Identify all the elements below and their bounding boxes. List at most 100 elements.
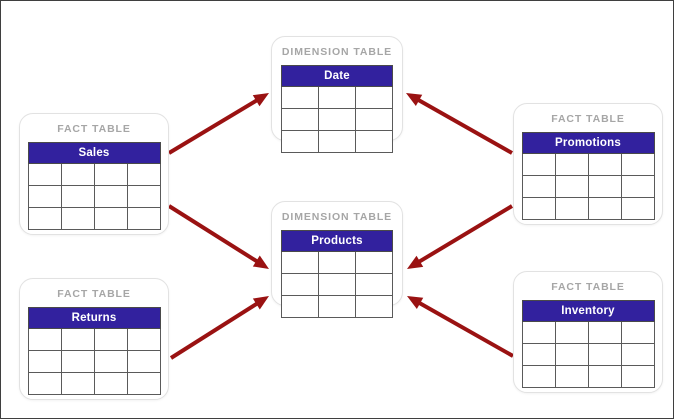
table-card-date[interactable]: DIMENSION TABLE Date — [271, 36, 403, 153]
table-cell — [126, 328, 161, 351]
table-cell — [93, 185, 128, 208]
table-cell — [60, 207, 95, 230]
table-cell — [620, 197, 655, 220]
table-row — [27, 350, 161, 373]
table-cell — [521, 365, 556, 388]
table-cell — [27, 163, 62, 186]
relationship-arrow-promotions-to-date — [406, 93, 513, 155]
table-grid-returns: Returns — [27, 307, 161, 395]
table-card-inventory[interactable]: FACT TABLE Inventory — [513, 271, 663, 393]
table-row — [281, 273, 393, 296]
table-cell — [318, 295, 356, 318]
table-grid-sales: Sales — [27, 142, 161, 230]
table-row — [27, 163, 161, 186]
table-name-header: Products — [281, 230, 393, 252]
table-row — [27, 372, 161, 395]
table-cell — [126, 207, 161, 230]
table-name-header: Date — [281, 65, 393, 87]
table-cell — [554, 153, 589, 176]
table-card-promotions[interactable]: FACT TABLE Promotions — [513, 103, 663, 225]
table-cell — [587, 197, 622, 220]
table-name-header: Returns — [27, 307, 161, 329]
table-cell — [93, 328, 128, 351]
table-name-header: Promotions — [521, 132, 655, 154]
table-kind-label: DIMENSION TABLE — [281, 211, 393, 223]
table-cell — [355, 130, 393, 153]
table-cell — [126, 185, 161, 208]
relationship-arrow-inventory-to-products — [407, 296, 514, 358]
table-cell — [281, 86, 319, 109]
table-cell — [93, 350, 128, 373]
table-cell — [620, 175, 655, 198]
table-cell — [554, 175, 589, 198]
table-row — [27, 207, 161, 230]
table-cell — [355, 86, 393, 109]
table-cell — [554, 321, 589, 344]
table-cell — [587, 175, 622, 198]
table-row — [281, 108, 393, 131]
table-row — [281, 130, 393, 153]
table-kind-label: FACT TABLE — [57, 288, 131, 300]
table-cell — [27, 207, 62, 230]
table-cell — [355, 108, 393, 131]
relationship-arrow-returns-to-products — [169, 296, 269, 360]
table-cell — [521, 175, 556, 198]
table-kind-label: DIMENSION TABLE — [281, 46, 393, 58]
table-cell — [93, 163, 128, 186]
table-row — [281, 251, 393, 274]
table-cell — [554, 197, 589, 220]
table-cell — [620, 343, 655, 366]
table-cell — [27, 185, 62, 208]
table-cell — [355, 273, 393, 296]
table-cell — [620, 321, 655, 344]
table-grid-products: Products — [281, 230, 393, 318]
table-cell — [60, 372, 95, 395]
table-row — [521, 175, 655, 198]
table-cell — [27, 350, 62, 373]
table-cell — [318, 86, 356, 109]
table-cell — [620, 365, 655, 388]
table-kind-label: FACT TABLE — [551, 281, 625, 293]
table-grid-inventory: Inventory — [521, 300, 655, 388]
table-grid-date: Date — [281, 65, 393, 153]
table-cell — [318, 251, 356, 274]
table-cell — [281, 130, 319, 153]
table-cell — [318, 273, 356, 296]
table-cell — [281, 108, 319, 131]
table-cell — [318, 130, 356, 153]
table-row — [281, 86, 393, 109]
relationship-arrow-promotions-to-products — [407, 204, 514, 269]
table-cell — [521, 197, 556, 220]
table-name-header: Sales — [27, 142, 161, 164]
table-cell — [126, 372, 161, 395]
relationship-arrow-sales-to-date — [167, 93, 269, 155]
table-row — [521, 153, 655, 176]
table-cell — [554, 343, 589, 366]
table-cell — [93, 372, 128, 395]
table-cell — [318, 108, 356, 131]
table-row — [27, 328, 161, 351]
table-name-header: Inventory — [521, 300, 655, 322]
table-cell — [521, 321, 556, 344]
table-row — [521, 365, 655, 388]
table-cell — [27, 372, 62, 395]
table-cell — [60, 350, 95, 373]
table-cell — [554, 365, 589, 388]
table-cell — [587, 153, 622, 176]
table-cell — [355, 251, 393, 274]
table-card-returns[interactable]: FACT TABLE Returns — [19, 278, 169, 400]
table-cell — [60, 163, 95, 186]
table-cell — [281, 251, 319, 274]
table-cell — [281, 295, 319, 318]
table-kind-label: FACT TABLE — [551, 113, 625, 125]
table-cell — [587, 365, 622, 388]
table-row — [521, 343, 655, 366]
table-cell — [93, 207, 128, 230]
table-row — [281, 295, 393, 318]
table-card-products[interactable]: DIMENSION TABLE Products — [271, 201, 403, 318]
table-row — [27, 185, 161, 208]
table-cell — [355, 295, 393, 318]
table-row — [521, 197, 655, 220]
